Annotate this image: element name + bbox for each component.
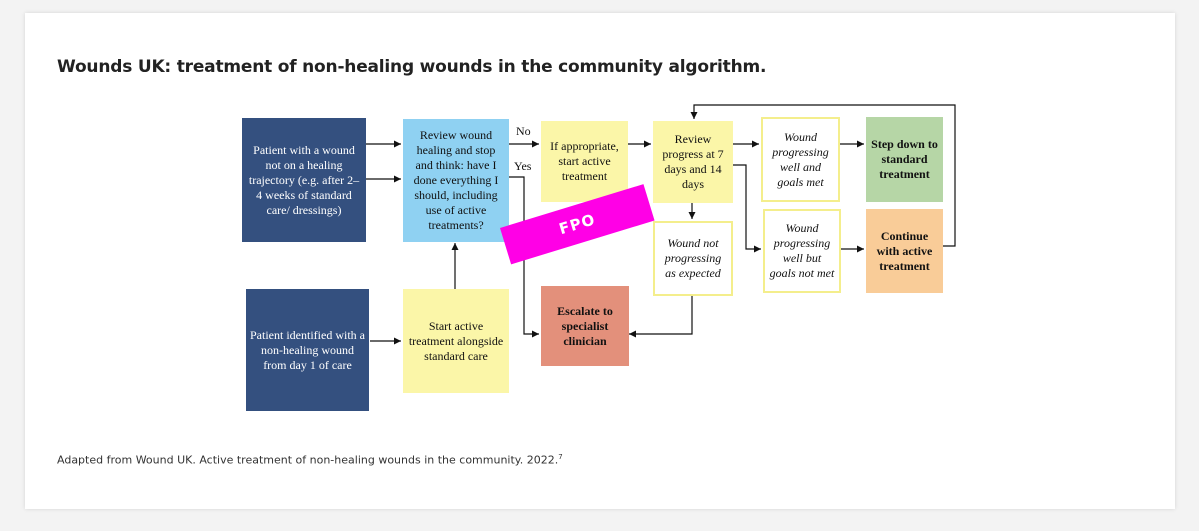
box-review-wound: Review wound healing and stop and think:… — [403, 119, 509, 242]
box-patient-wound: Patient with a wound not on a healing tr… — [242, 118, 366, 242]
caption-text: Adapted from Wound UK. Active treatment … — [57, 453, 559, 467]
box-if-appropriate: If appropriate, start active treatment — [541, 121, 628, 202]
box-escalate: Escalate to specialist clinician — [541, 286, 629, 366]
source-caption: Adapted from Wound UK. Active treatment … — [57, 453, 563, 467]
box-progressing-goals-met: Wound progressing well and goals met — [761, 117, 840, 202]
box-start-active: Start active treatment alongside standar… — [403, 289, 509, 393]
content-card — [25, 13, 1175, 509]
label-no: No — [516, 124, 531, 138]
box-step-down: Step down to standard treatment — [866, 117, 943, 202]
box-progressing-goals-not-met: Wound progressing well but goals not met — [763, 209, 841, 293]
label-yes: Yes — [514, 159, 532, 173]
box-not-progressing: Wound not progressing as expected — [653, 221, 733, 296]
box-review-progress: Review progress at 7 days and 14 days — [653, 121, 733, 203]
caption-reference: 7 — [558, 453, 563, 461]
box-patient-identified: Patient identified with a non-healing wo… — [246, 289, 369, 411]
box-continue-active: Continue with active treatment — [866, 209, 943, 293]
page-title: Wounds UK: treatment of non-healing woun… — [57, 57, 767, 77]
fpo-stamp-text: FPO — [556, 210, 598, 239]
